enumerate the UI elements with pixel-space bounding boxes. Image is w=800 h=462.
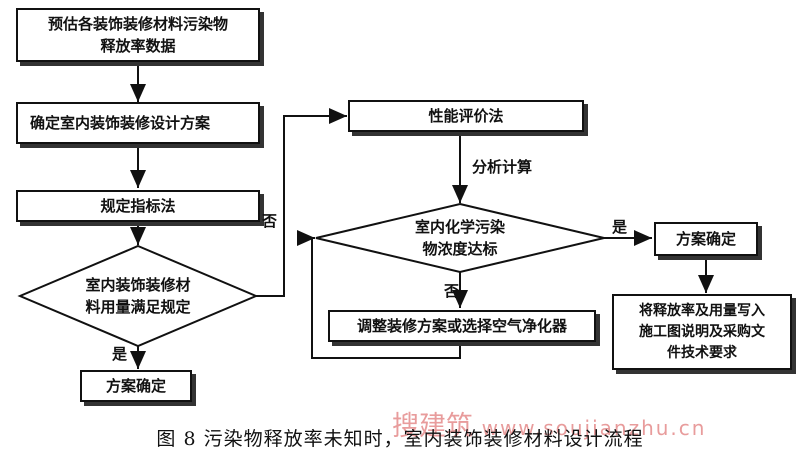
write-requirements-box: 将释放率及用量写入 施工图说明及采购文 件技术要求 xyxy=(612,294,792,370)
analysis-calc-label: 分析计算 xyxy=(472,158,533,176)
watermark-url: www.soujianzhu.cn xyxy=(481,416,707,440)
usage-no-label: 否 xyxy=(262,212,278,230)
watermark: 搜建筑 www.soujianzhu.cn xyxy=(392,404,706,443)
concentration-no-label: 否 xyxy=(444,282,460,300)
index-method-box: 规定指标法 xyxy=(16,190,260,222)
usage-check-label: 室内装饰装修材 料用量满足规定 xyxy=(85,276,191,316)
concentration-check-label: 室内化学污染 物浓度达标 xyxy=(414,218,505,258)
figure-caption: 图 8 污染物释放率未知时，室内装饰装修材料设计流程 xyxy=(156,428,644,450)
adjust-plan-box: 调整装修方案或选择空气净化器 xyxy=(328,310,596,342)
performance-eval-box: 性能评价法 xyxy=(348,100,584,132)
design-plan-box: 确定室内装饰装修设计方案 xyxy=(16,102,260,144)
plan-confirm-left-box: 方案确定 xyxy=(80,370,192,402)
usage-yes-label: 是 xyxy=(112,345,128,363)
plan-confirm-right-box: 方案确定 xyxy=(654,222,758,256)
watermark-text: 搜建筑 xyxy=(392,411,473,442)
arrow-adjust-loop xyxy=(297,230,461,359)
estimate-release-rate-box: 预估各装饰装修材料污染物 释放率数据 xyxy=(16,8,260,62)
arrow-usage-no xyxy=(256,108,347,297)
concentration-yes-label: 是 xyxy=(612,218,628,236)
